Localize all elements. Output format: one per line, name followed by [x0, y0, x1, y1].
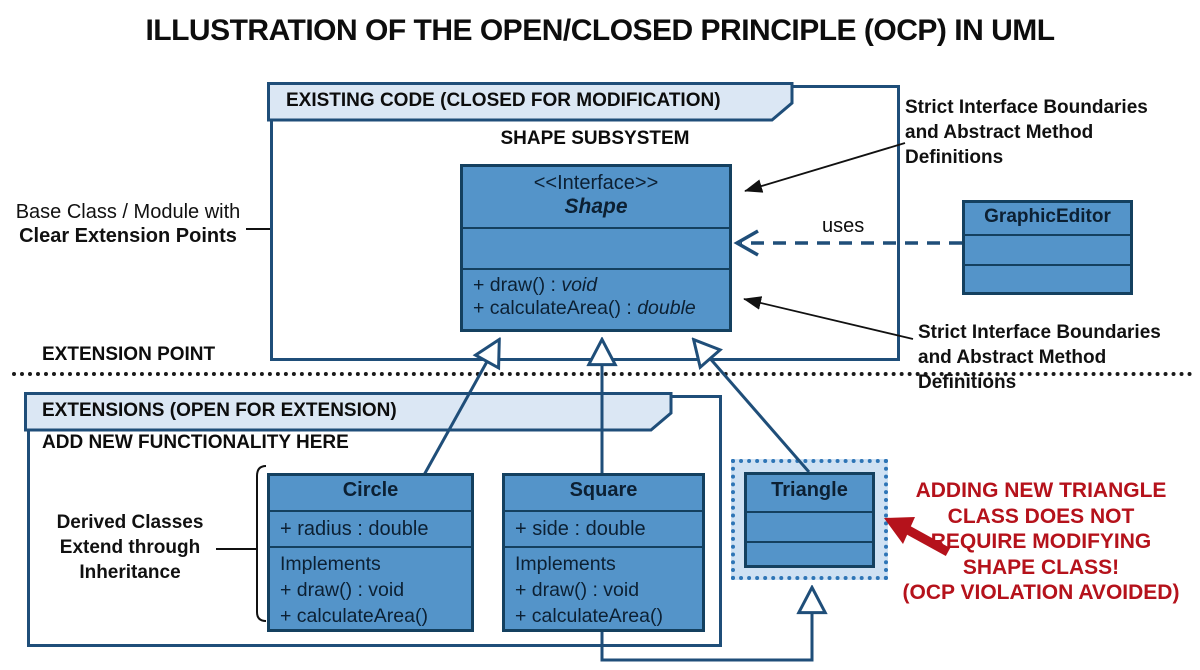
add-new-functionality-label: ADD NEW FUNCTIONALITY HERE [42, 432, 349, 453]
shape-class-name: Shape [564, 195, 628, 218]
circle-methods: Implements + draw() : void + calculateAr… [280, 553, 428, 627]
square-attributes-compartment: + side : double [505, 510, 702, 546]
circle-title-compartment: Circle [270, 476, 471, 510]
existing-code-tab [267, 82, 794, 122]
uses-dependency-label: uses [822, 215, 865, 237]
triangle-attributes-compartment [747, 511, 872, 541]
graphiceditor-class: GraphicEditor [962, 200, 1133, 295]
graphiceditor-class-name: GraphicEditor [984, 206, 1111, 227]
graphiceditor-methods-compartment [965, 264, 1130, 291]
circle-class: Circle + radius : double Implements + dr… [267, 473, 474, 632]
triangle-class: Triangle [744, 472, 875, 568]
base-class-note-line1: Base Class / Module with [15, 201, 241, 223]
circle-methods-compartment: Implements + draw() : void + calculateAr… [270, 546, 471, 629]
strict-interface-note-bottom: Strict Interface Boundaries and Abstract… [918, 322, 1161, 393]
circle-class-name: Circle [342, 479, 399, 501]
square-class: Square + side : double Implements + draw… [502, 473, 705, 632]
extensions-tab [24, 392, 673, 432]
triangle-title-compartment: Triangle [747, 475, 872, 511]
shape-stereotype: <<Interface>> [533, 172, 659, 194]
square-methods-compartment: Implements + draw() : void + calculateAr… [505, 546, 702, 629]
circle-attribute: + radius : double [280, 518, 429, 540]
shape-method-draw: + draw() : void [473, 274, 598, 296]
extensions-tab-label: EXTENSIONS (OPEN FOR EXTENSION) [42, 400, 397, 421]
shape-title-compartment: <<Interface>> Shape [463, 167, 729, 227]
triangle-methods-compartment [747, 541, 872, 565]
square-title-compartment: Square [505, 476, 702, 510]
base-class-note: Base Class / Module with Clear Extension… [8, 200, 248, 248]
graphiceditor-title-compartment: GraphicEditor [965, 203, 1130, 234]
square-methods: Implements + draw() : void + calculateAr… [515, 553, 663, 627]
derived-classes-note: Derived Classes Extend through Inheritan… [56, 512, 204, 583]
page-title: ILLUSTRATION OF THE OPEN/CLOSED PRINCIPL… [145, 14, 1055, 47]
shape-methods-compartment: + draw() : void + calculateArea() : doub… [463, 268, 729, 328]
ocp-callout-text: ADDING NEW TRIANGLE CLASS DOES NOT REQUI… [902, 479, 1180, 604]
graphiceditor-attributes-compartment [965, 234, 1130, 264]
square-attribute: + side : double [515, 518, 646, 540]
shape-method-calculatearea: + calculateArea() : double [473, 297, 696, 319]
shape-subsystem-label: SHAPE SUBSYSTEM [500, 128, 690, 149]
shape-interface-class: <<Interface>> Shape + draw() : void + ca… [460, 164, 732, 332]
square-class-name: Square [569, 479, 638, 501]
strict-interface-note-top: Strict Interface Boundaries and Abstract… [905, 97, 1148, 168]
triangle-class-name: Triangle [771, 479, 848, 501]
shape-attributes-compartment [463, 227, 729, 268]
base-class-note-line2: Clear Extension Points [19, 225, 237, 247]
extension-point-label: EXTENSION POINT [42, 344, 216, 365]
existing-code-tab-label: EXISTING CODE (CLOSED FOR MODIFICATION) [286, 90, 721, 111]
circle-attributes-compartment: + radius : double [270, 510, 471, 546]
